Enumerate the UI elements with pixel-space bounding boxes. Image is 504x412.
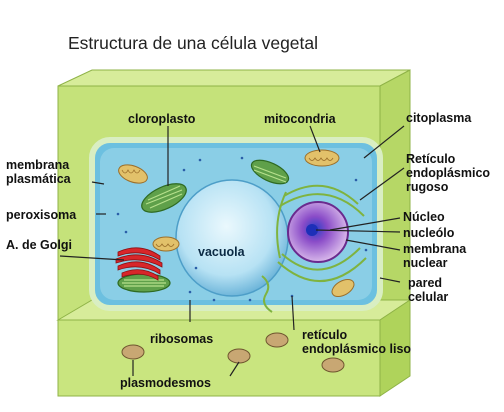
vacuole [175, 179, 289, 297]
plasmodesmata [121, 332, 345, 373]
label-nucleo: Núcleo [403, 210, 445, 224]
label-ribosomas: ribosomas [150, 332, 214, 346]
label-peroxisoma: peroxisoma [6, 208, 77, 222]
label-pared-celular: pared celular [408, 276, 448, 304]
label-membrana-plasmatica: membrana plasmática [6, 158, 71, 186]
leader-lines [59, 125, 405, 377]
label-reticulo-liso: retículo endoplásmico liso [302, 328, 411, 356]
nucleus [287, 201, 349, 263]
nucleolus [306, 224, 318, 236]
label-reticulo-rugoso: Retículo endoplásmico rugoso [406, 152, 490, 194]
label-reticulo-liso-line-2: endoplásmico liso [302, 342, 412, 356]
label-membrana-nuclear-line-1: membrana [403, 242, 467, 256]
label-reticulo-rugoso-line-1: Retículo [406, 152, 456, 166]
diagram-title: Estructura de una célula vegetal [68, 33, 319, 53]
label-reticulo-liso-line-1: retículo [302, 328, 348, 342]
label-reticulo-rugoso-line-2: endoplásmico [406, 166, 491, 180]
label-golgi: A. de Golgi [6, 238, 72, 252]
label-mitocondria: mitocondria [264, 112, 336, 126]
golgi-apparatus [115, 247, 163, 281]
label-cloroplasto: cloroplasto [128, 112, 196, 126]
smooth-er [261, 275, 273, 313]
rough-er [276, 184, 367, 283]
label-membrana-nuclear-line-2: nuclear [403, 256, 448, 270]
label-plasmodesmos: plasmodesmos [120, 376, 212, 390]
label-nucleolo: nucleólo [403, 226, 455, 240]
label-membrana-plasmatica-line-1: membrana [6, 158, 70, 172]
label-membrana-nuclear: membrana nuclear [403, 242, 466, 270]
mitochondria [118, 149, 355, 298]
label-membrana-plasmatica-line-2: plasmática [6, 172, 71, 186]
label-reticulo-rugoso-line-3: rugoso [406, 180, 449, 194]
label-pared-celular-line-2: celular [408, 290, 449, 304]
label-vacuola: vacuola [198, 245, 245, 259]
label-pared-celular-line-1: pared [408, 276, 443, 290]
label-citoplasma: citoplasma [406, 111, 472, 125]
